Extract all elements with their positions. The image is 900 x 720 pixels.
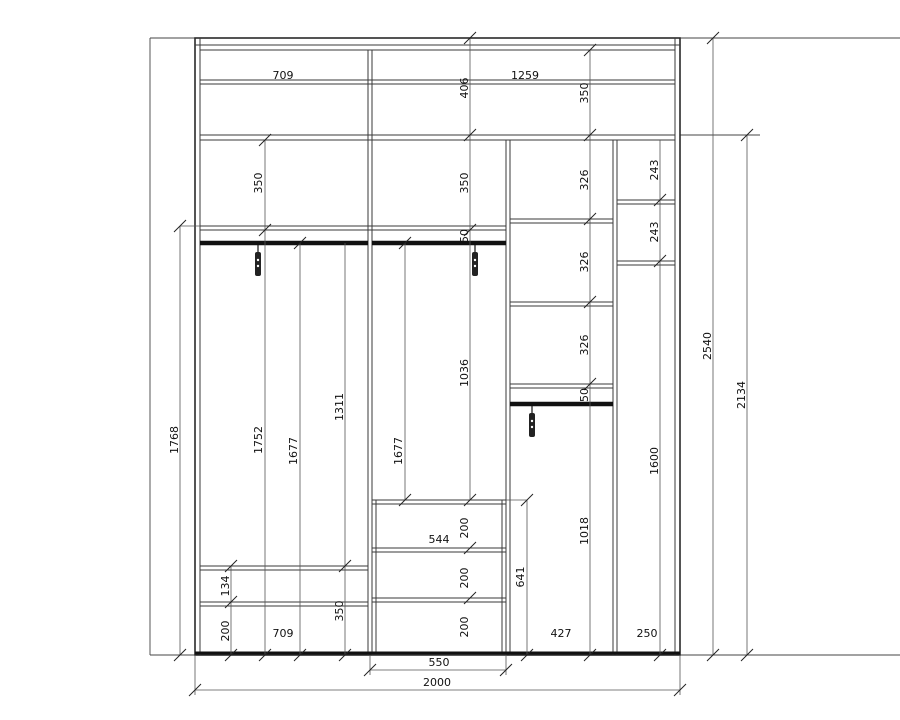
dim-overall-height: 2540 [701, 332, 714, 360]
dim-drawer-2: 200 [458, 568, 471, 589]
hanger-icon [529, 404, 535, 437]
hanger-icon [472, 243, 478, 276]
dimension-lines [179, 38, 748, 695]
hanging-rods [200, 240, 613, 407]
dim-left-total-height: 1768 [168, 426, 181, 454]
dim-height-2134: 2134 [735, 381, 748, 409]
dim-far-right-bottom-width: 250 [637, 627, 658, 640]
wardrobe-carcass [194, 37, 681, 656]
dim-rod-gap-mid: 50 [458, 229, 471, 243]
dim-left-bottom-200: 200 [219, 621, 232, 642]
dim-left-hang-1311: 1311 [333, 393, 346, 421]
dim-mid-hang-1677: 1677 [392, 437, 405, 465]
dim-left-bottom-350: 350 [333, 601, 346, 622]
dim-mid-shelf-height: 350 [458, 173, 471, 194]
dim-far-right-1600: 1600 [648, 447, 661, 475]
dim-drawer-block-width: 544 [429, 533, 450, 546]
dim-left-hang-1677: 1677 [287, 437, 300, 465]
dim-drawer-block-height: 641 [514, 567, 527, 588]
dim-top-right-height: 350 [578, 83, 591, 104]
dim-left-shelf-height: 350 [252, 173, 265, 194]
dim-far-right-1: 243 [648, 160, 661, 181]
dim-drawer-1: 200 [458, 518, 471, 539]
dim-right-hang-1018: 1018 [578, 517, 591, 545]
dim-rod-gap-right: 50 [578, 388, 591, 402]
dim-overall-width: 2000 [423, 676, 451, 689]
dim-left-hang-1752: 1752 [252, 426, 265, 454]
dim-left-bottom-134: 134 [219, 576, 232, 597]
dim-top-right-width: 1259 [511, 69, 539, 82]
dim-right-shelf-2: 326 [578, 252, 591, 273]
dim-far-right-2: 243 [648, 222, 661, 243]
dim-drawer-3: 200 [458, 617, 471, 638]
dim-top-mid-height: 406 [458, 78, 471, 99]
dim-base-width: 550 [429, 656, 450, 669]
dim-left-bottom-width: 709 [273, 627, 294, 640]
dim-right-shelf-1: 326 [578, 170, 591, 191]
dimension-ticks [173, 31, 754, 697]
hanger-icon [255, 243, 261, 276]
dim-mid-hang-1036: 1036 [458, 359, 471, 387]
dim-right-shelf-3: 326 [578, 335, 591, 356]
room-outline [149, 37, 900, 656]
dim-top-left-width: 709 [273, 69, 294, 82]
dim-right-bottom-width: 427 [551, 627, 572, 640]
